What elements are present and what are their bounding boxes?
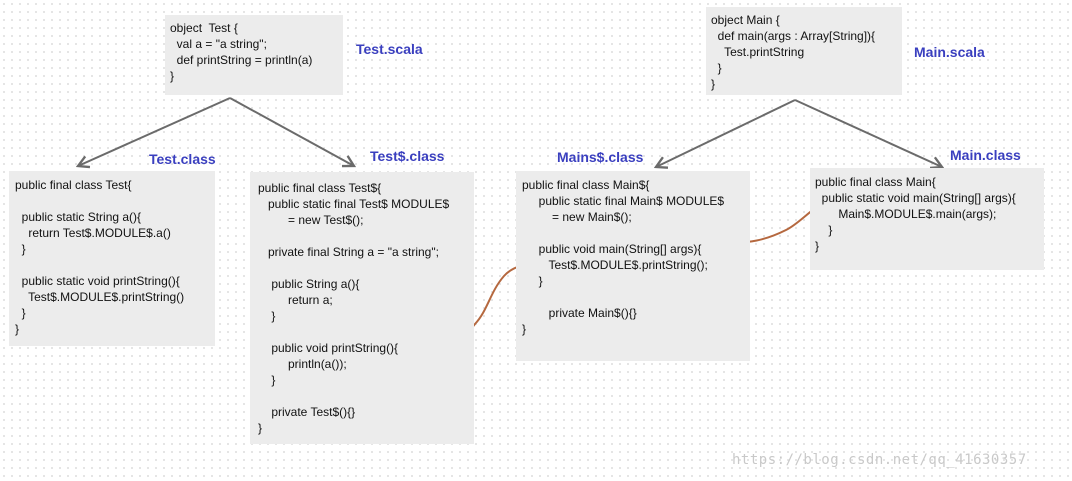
main-dollar-class-label: Mains$.class [557,149,644,165]
main-class-label: Main.class [950,147,1021,163]
arrow-main-scala-to-main-dollar-class [656,99,796,167]
main-dollar-class-code: public final class Main${ public static … [522,178,725,336]
test-dollar-class-box: public final class Test${ public static … [250,172,474,444]
test-class-label: Test.class [149,151,216,167]
main-dollar-class-box: public final class Main${ public static … [516,171,750,361]
test-scala-box: object Test { val a = "a string"; def pr… [165,15,343,95]
arrow-test-scala-to-test-class [78,97,231,166]
test-dollar-class-label: Test$.class [370,148,445,164]
arrow-test-scala-to-test-dollar-class [229,97,354,166]
test-class-box: public final class Test{ public static S… [9,171,215,346]
main-class-code: public final class Main{ public static v… [815,175,1016,253]
main-scala-code: object Main { def main(args : Array[Stri… [711,13,876,91]
main-scala-box: object Main { def main(args : Array[Stri… [706,7,902,95]
test-scala-code: object Test { val a = "a string"; def pr… [170,21,313,83]
watermark-url: https://blog.csdn.net/qq_41630357 [732,452,1027,468]
main-class-box: public final class Main{ public static v… [810,168,1044,270]
test-dollar-class-code: public final class Test${ public static … [258,181,450,435]
test-scala-label: Test.scala [356,41,423,57]
main-scala-label: Main.scala [914,44,985,60]
test-class-code: public final class Test{ public static S… [15,178,185,336]
arrow-main-scala-to-main-class [794,99,942,167]
